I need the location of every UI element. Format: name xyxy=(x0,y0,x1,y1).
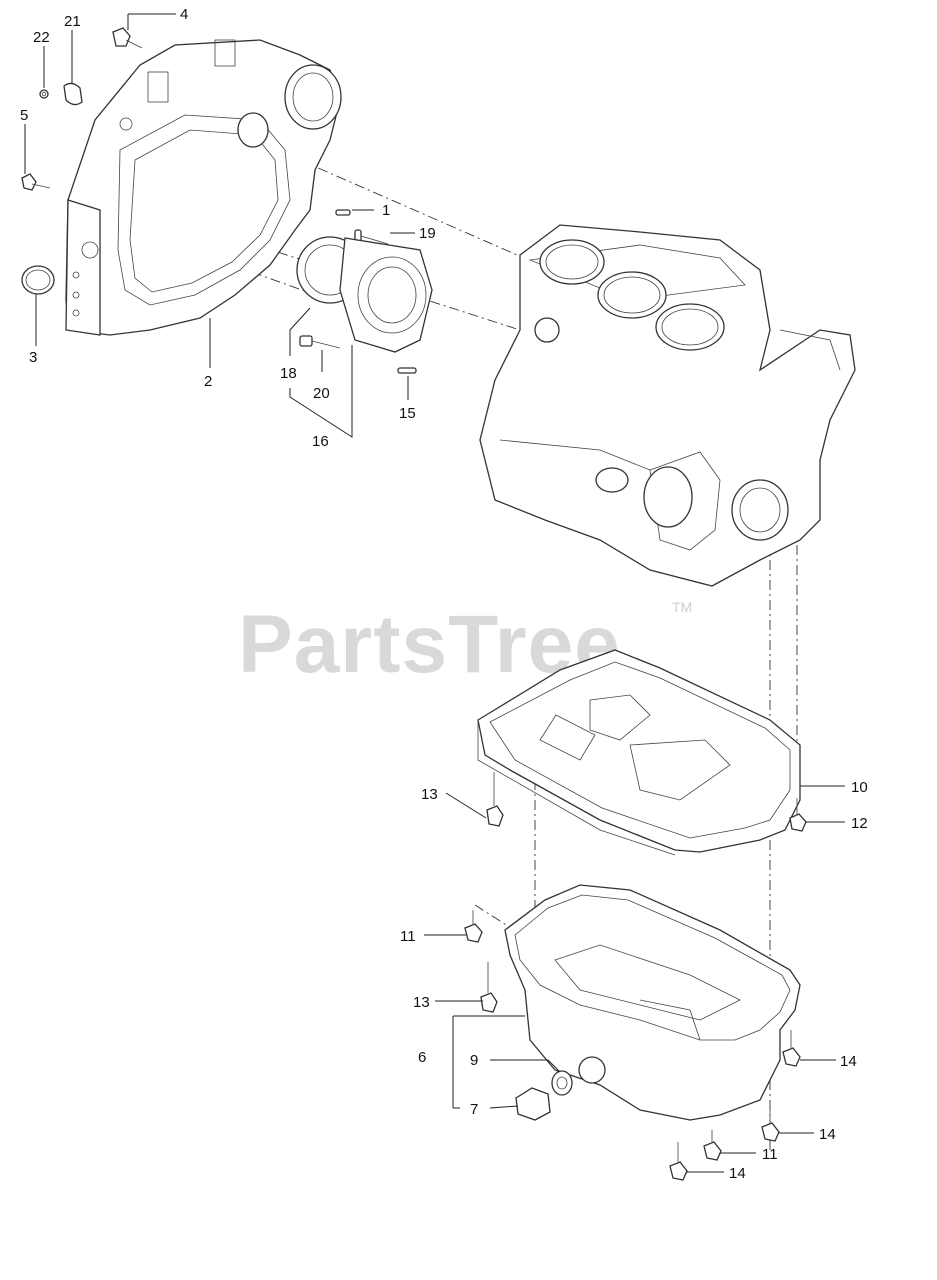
flywheel-housing[interactable] xyxy=(65,39,342,336)
callout-14-right: 14 xyxy=(840,1053,857,1070)
bearing-housing[interactable] xyxy=(339,237,433,353)
washer-22[interactable] xyxy=(39,89,49,99)
callout-3: 3 xyxy=(29,349,37,366)
watermark-trademark: TM xyxy=(672,599,692,615)
bolt-14-lower[interactable] xyxy=(669,1142,688,1181)
gasket-9[interactable] xyxy=(551,1070,573,1096)
callout-7: 7 xyxy=(470,1101,478,1118)
callout-13-lower: 13 xyxy=(413,994,430,1011)
bolt-13-upper[interactable] xyxy=(486,772,504,827)
pin-15[interactable] xyxy=(397,367,417,374)
callout-22: 22 xyxy=(33,29,50,46)
callout-21: 21 xyxy=(64,13,81,30)
callout-12: 12 xyxy=(851,815,868,832)
callout-13-upper: 13 xyxy=(421,786,438,803)
callout-20: 20 xyxy=(313,385,330,402)
callout-14-lower: 14 xyxy=(729,1165,746,1182)
bolt-5[interactable] xyxy=(21,173,51,191)
bolt-13-lower[interactable] xyxy=(480,962,498,1013)
callout-11-lower: 11 xyxy=(762,1146,778,1163)
fitting-21[interactable] xyxy=(63,82,83,106)
bolt-11-upper[interactable] xyxy=(464,910,483,943)
bolt-12[interactable] xyxy=(789,798,807,832)
oil-pan[interactable] xyxy=(504,884,801,1121)
bolt-11-lower[interactable] xyxy=(703,1130,722,1161)
callout-16: 16 xyxy=(312,433,329,450)
callout-15: 15 xyxy=(399,405,416,422)
callout-19: 19 xyxy=(419,225,436,242)
bolt-20[interactable] xyxy=(299,335,341,349)
callout-18: 18 xyxy=(280,365,297,382)
callout-9: 9 xyxy=(470,1052,478,1069)
callout-6: 6 xyxy=(418,1049,426,1066)
oil-pan-spacer[interactable] xyxy=(477,649,801,856)
pin-1[interactable] xyxy=(335,209,351,216)
callout-1: 1 xyxy=(382,202,390,219)
callout-5: 5 xyxy=(20,107,28,124)
bolt-4[interactable] xyxy=(112,27,143,49)
cylinder-block[interactable] xyxy=(479,224,856,587)
callout-4: 4 xyxy=(180,6,188,23)
bolt-14-mid[interactable] xyxy=(761,1100,780,1142)
callout-11-upper: 11 xyxy=(400,928,416,945)
callout-2: 2 xyxy=(204,373,212,390)
bolt-14-right[interactable] xyxy=(782,1030,801,1067)
callout-labels: 4 21 22 5 3 2 1 19 18 20 15 16 13 10 12 … xyxy=(20,6,868,1182)
drain-plug-7[interactable] xyxy=(515,1087,551,1121)
plug-3[interactable] xyxy=(21,265,55,295)
leader-lines xyxy=(24,13,845,1173)
callout-10: 10 xyxy=(851,779,868,796)
callout-14-mid: 14 xyxy=(819,1126,836,1143)
